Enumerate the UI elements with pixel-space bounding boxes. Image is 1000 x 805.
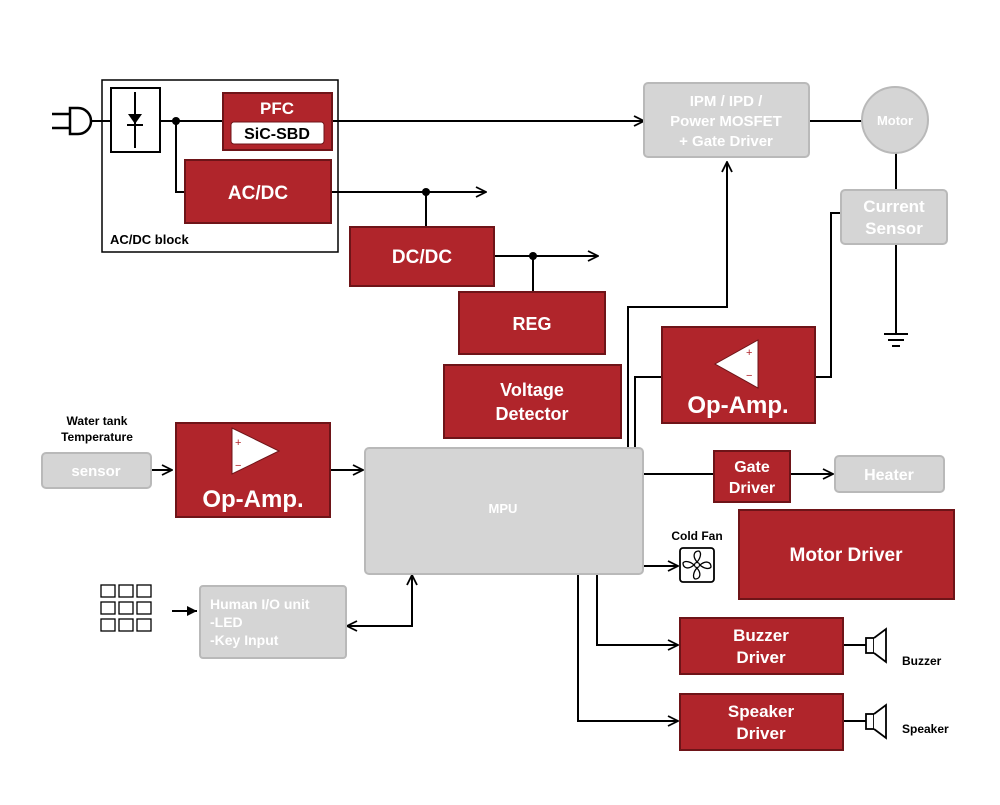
keypad-icon xyxy=(100,584,152,632)
water-tank-label-line1: Water tank xyxy=(67,414,128,428)
dcdc-block: DC/DC xyxy=(349,226,495,287)
gate-driver-line2: Driver xyxy=(729,480,775,497)
acdc-block-outline xyxy=(101,79,339,253)
water-tank-label-line2: Temperature xyxy=(61,430,133,444)
opamp-right-label: Op-Amp. xyxy=(687,392,788,419)
voltage-detector-line1: Voltage xyxy=(500,380,564,400)
speaker-driver-line2: Driver xyxy=(736,724,786,743)
ground-icon xyxy=(884,333,908,347)
heater-block: Heater xyxy=(834,455,945,493)
gate-driver-line1: Gate xyxy=(734,459,770,476)
acdc-converter-block: AC/DC xyxy=(184,159,332,224)
bridge-to-acdc-wire xyxy=(175,121,185,193)
ipm-line2: Power MOSFET xyxy=(670,113,782,130)
temperature-sensor-block: sensor xyxy=(41,452,152,489)
human-io-line3: -Key Input xyxy=(210,632,279,648)
opamp-plus-sign: + xyxy=(235,437,241,449)
human-io-line1: Human I/O unit xyxy=(210,596,310,612)
buzzer-driver-line2: Driver xyxy=(736,648,786,667)
ac-plug-icon xyxy=(52,106,93,136)
gate-driver-block: Gate Driver xyxy=(713,450,791,503)
ipm-line1: IPM / IPD / xyxy=(690,93,763,110)
mpu-label: MPU xyxy=(489,501,518,516)
sic-sbd-label: SiC-SBD xyxy=(244,126,310,143)
junction-dot xyxy=(529,252,537,260)
human-io-line2: -LED xyxy=(210,614,243,630)
opamp-triangle-icon xyxy=(231,427,281,475)
reg-label: REG xyxy=(512,314,551,334)
ipm-block: IPM / IPD / Power MOSFET + Gate Driver xyxy=(643,82,810,158)
ipm-line3: + Gate Driver xyxy=(679,133,773,150)
motor-label: Motor xyxy=(877,113,913,128)
current-sensor-line2: Sensor xyxy=(865,219,923,238)
cold-fan-label: Cold Fan xyxy=(671,529,722,543)
mpu-to-opamp-wire xyxy=(634,376,662,447)
acdc-block-label: AC/DC block xyxy=(110,232,190,247)
mpu-to-ipm-arrow xyxy=(627,162,727,447)
speaker-label: Speaker xyxy=(902,722,949,736)
current-sensor-block: Current Sensor xyxy=(840,189,948,245)
acdc-label: AC/DC xyxy=(228,183,288,204)
opamp-to-current-sensor-wire xyxy=(815,212,841,378)
sensor-label: sensor xyxy=(71,463,120,480)
opamp-minus-sign: − xyxy=(235,460,241,472)
mpu-to-buzzer-arrow xyxy=(596,575,678,645)
opamp-left-block: + − Op-Amp. xyxy=(175,422,331,518)
opamp-triangle-icon xyxy=(713,339,759,389)
mpu-human-io-arrow xyxy=(347,575,412,626)
motor-driver-label: Motor Driver xyxy=(790,545,904,566)
pfc-label: PFC xyxy=(260,99,294,118)
human-io-block: Human I/O unit -LED -Key Input xyxy=(199,585,347,659)
buzzer-driver-block: Buzzer Driver xyxy=(679,617,844,675)
pfc-block: PFC SiC-SBD xyxy=(222,92,333,151)
buzzer-icon xyxy=(865,627,887,664)
opamp-right-block: + − Op-Amp. xyxy=(661,326,816,424)
fan-icon xyxy=(679,547,715,583)
opamp-minus-sign: − xyxy=(746,370,752,382)
buzzer-label: Buzzer xyxy=(902,654,942,668)
speaker-driver-block: Speaker Driver xyxy=(679,693,844,751)
mpu-to-speaker-arrow xyxy=(577,575,678,721)
voltage-detector-block: Voltage Detector xyxy=(443,364,622,439)
buzzer-driver-line1: Buzzer xyxy=(733,626,789,645)
current-sensor-line1: Current xyxy=(863,197,925,216)
mpu-block: MPU xyxy=(364,447,644,575)
voltage-detector-line2: Detector xyxy=(495,404,568,424)
motor-driver-block: Motor Driver xyxy=(738,509,955,600)
speaker-icon xyxy=(865,703,887,740)
opamp-plus-sign: + xyxy=(746,347,752,359)
reg-block: REG xyxy=(458,291,606,355)
junction-dot xyxy=(422,188,430,196)
motor-block: Motor xyxy=(861,86,929,154)
speaker-driver-line1: Speaker xyxy=(728,702,795,721)
junction-dot xyxy=(172,117,180,125)
heater-label: Heater xyxy=(864,467,914,484)
rectifier-icon xyxy=(110,87,161,153)
connections xyxy=(86,117,908,721)
dcdc-label: DC/DC xyxy=(392,247,452,268)
opamp-left-label: Op-Amp. xyxy=(202,486,303,513)
